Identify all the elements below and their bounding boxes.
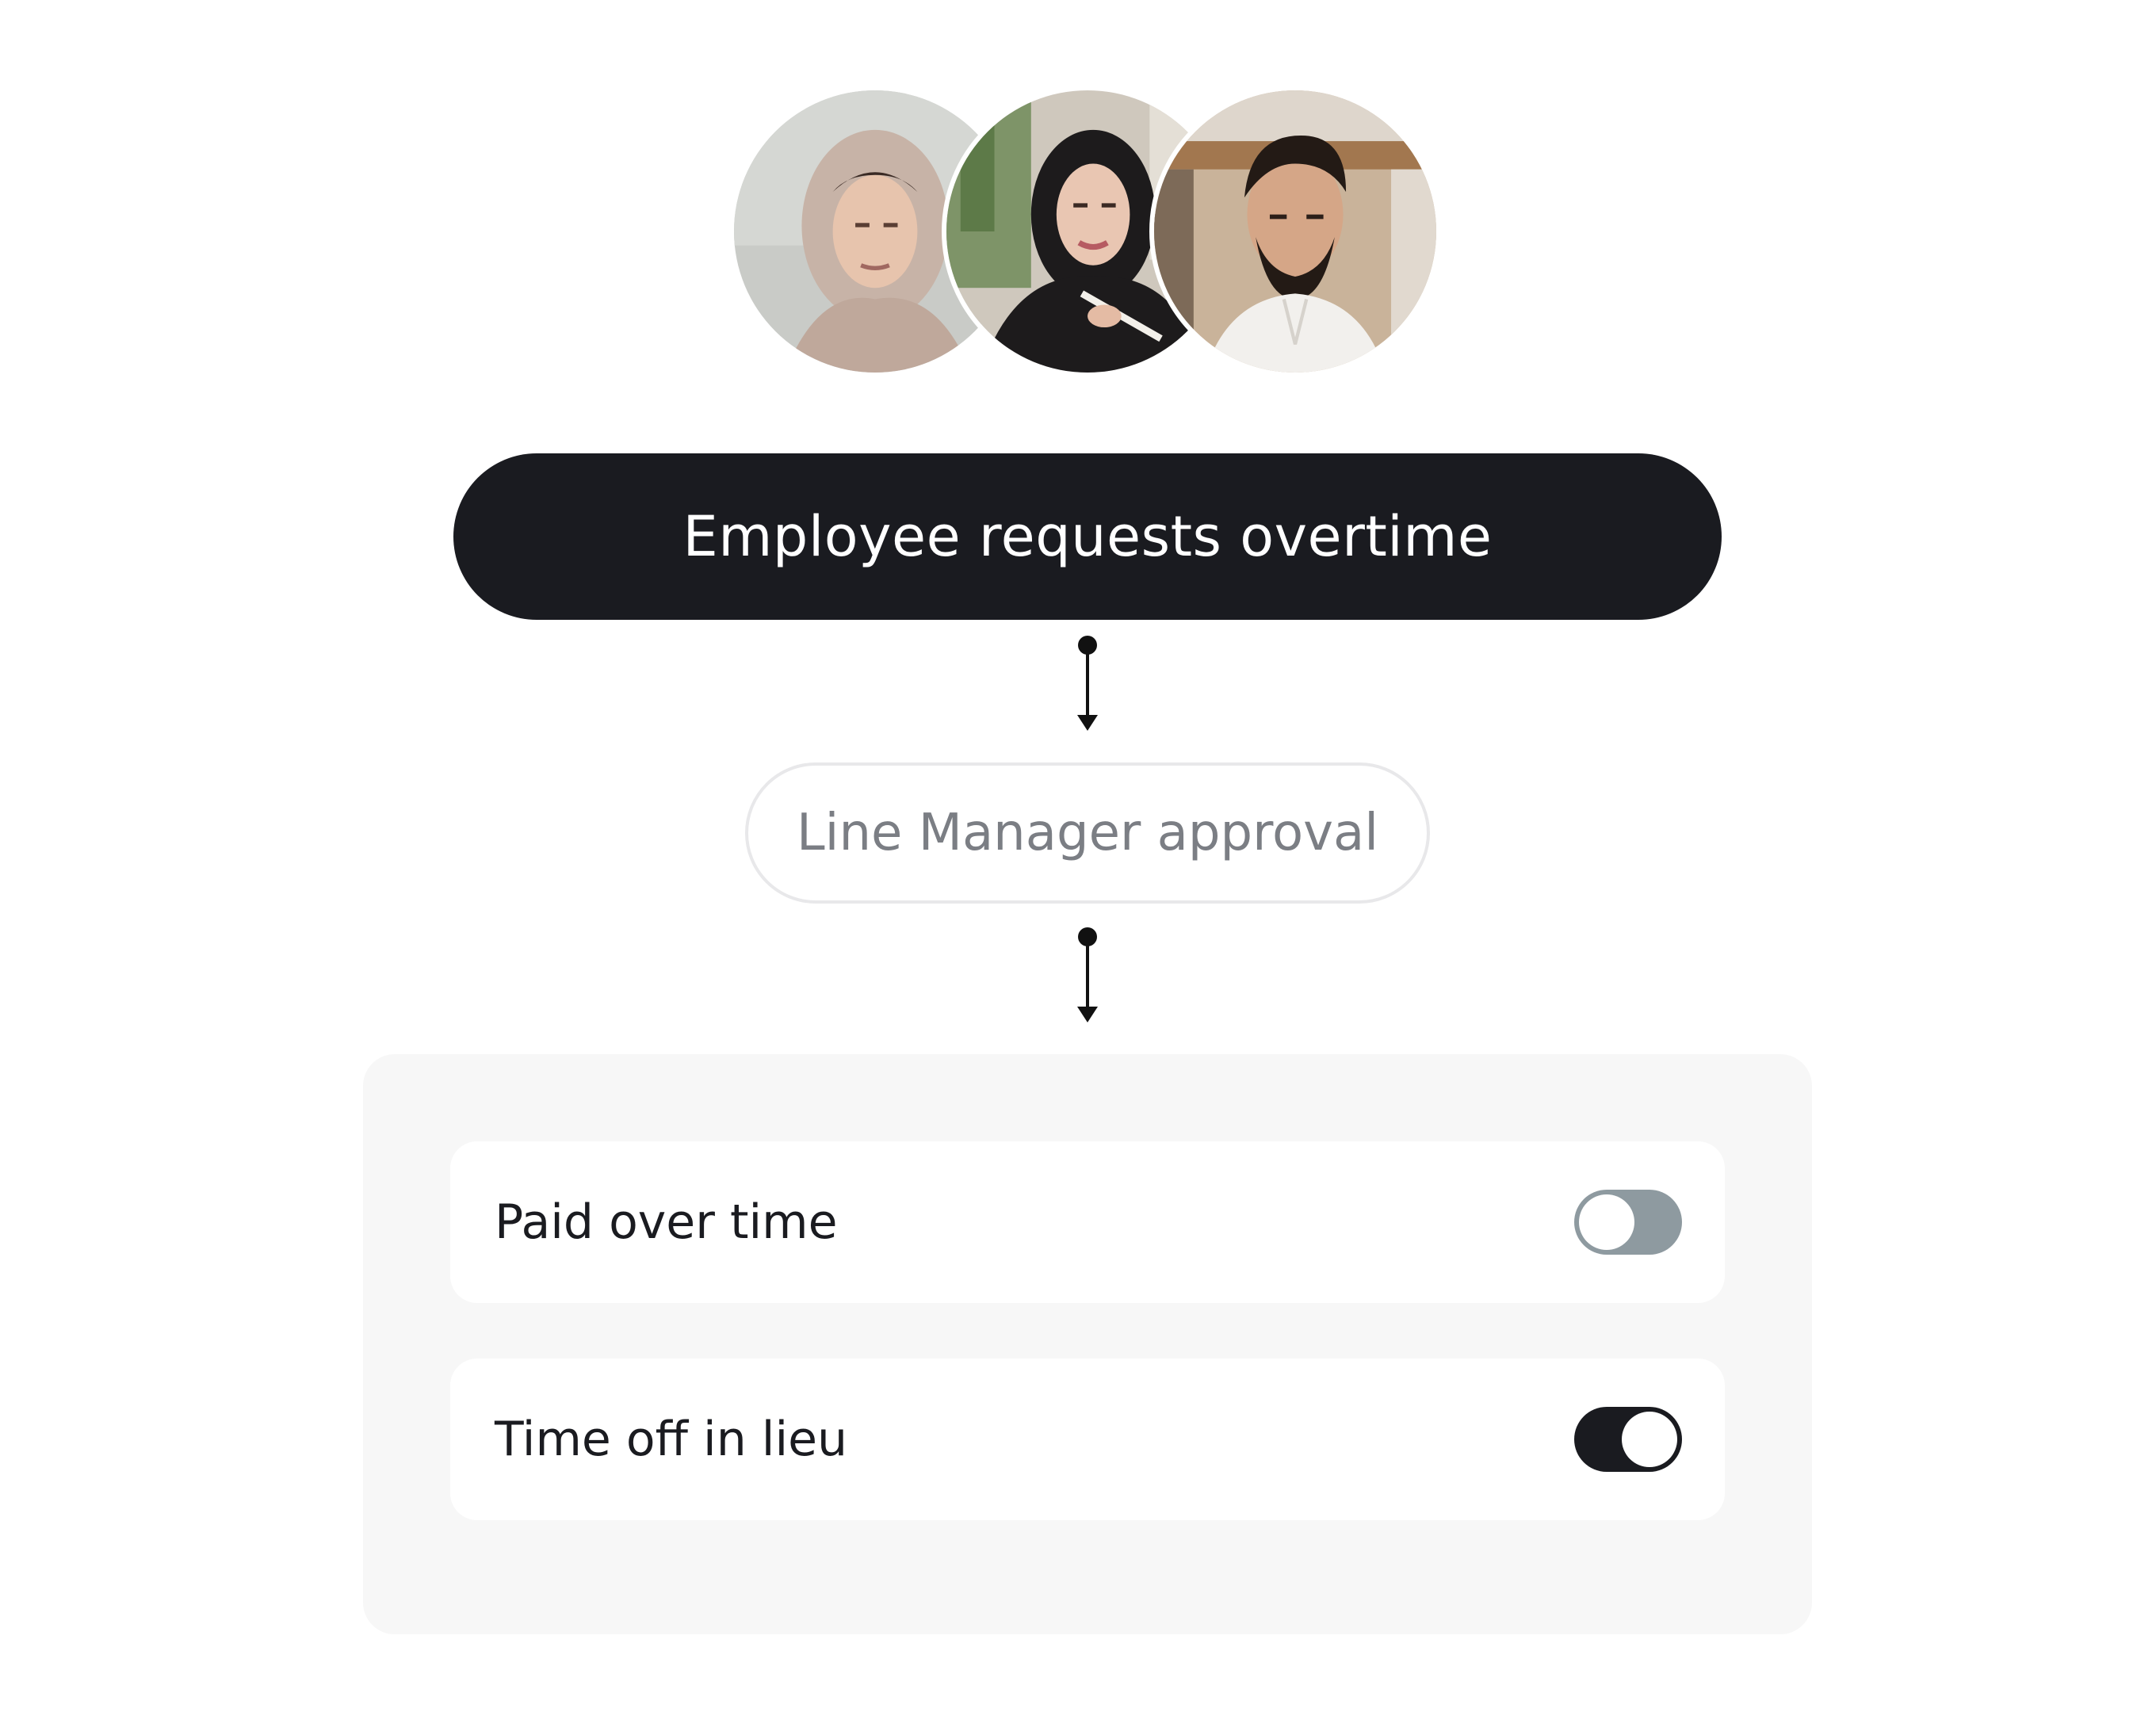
avatar bbox=[1149, 86, 1441, 377]
option-paid-overtime-label: Paid over time bbox=[495, 1194, 838, 1250]
compensation-options-panel: Paid over time Time off in lieu bbox=[363, 1054, 1812, 1634]
flow-arrow-icon bbox=[1068, 926, 1107, 1029]
avatar-group bbox=[0, 0, 2156, 380]
time-off-in-lieu-toggle[interactable] bbox=[1574, 1407, 1682, 1472]
step-employee-request-label: Employee requests overtime bbox=[682, 504, 1493, 569]
option-time-off-in-lieu-label: Time off in lieu bbox=[495, 1412, 848, 1467]
toggle-knob bbox=[1579, 1194, 1634, 1250]
option-time-off-in-lieu: Time off in lieu bbox=[450, 1359, 1725, 1520]
toggle-knob bbox=[1622, 1412, 1677, 1467]
step-employee-request: Employee requests overtime bbox=[453, 453, 1722, 620]
paid-overtime-toggle[interactable] bbox=[1574, 1190, 1682, 1255]
step-line-manager-approval: Line Manager approval bbox=[745, 762, 1430, 904]
option-paid-overtime: Paid over time bbox=[450, 1141, 1725, 1303]
flow-arrow-icon bbox=[1068, 634, 1107, 737]
step-line-manager-approval-label: Line Manager approval bbox=[797, 804, 1378, 862]
